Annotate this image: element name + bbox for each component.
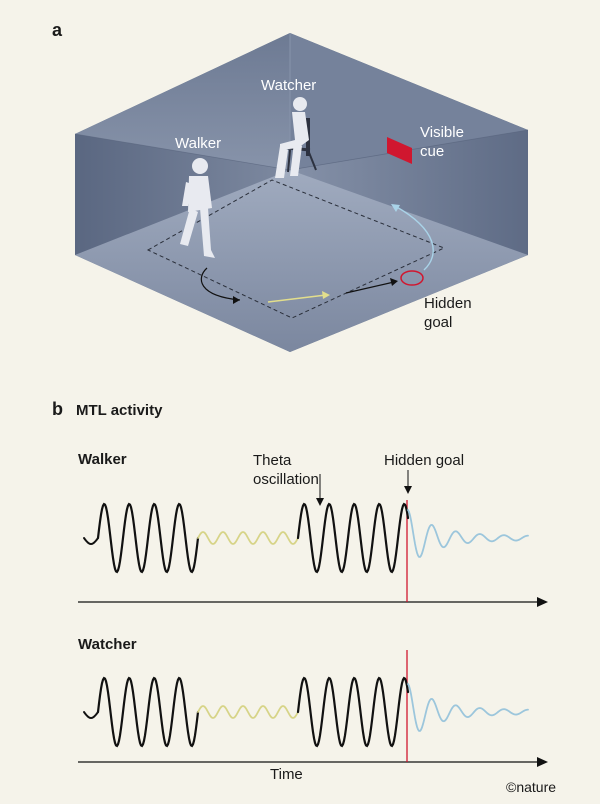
floor-dashed-square bbox=[146, 179, 446, 319]
path-arrow-blue bbox=[394, 205, 434, 271]
watcher-figure bbox=[275, 97, 317, 178]
time-axis-label: Time bbox=[270, 766, 303, 783]
visible-cue-label: Visible cue bbox=[420, 124, 464, 160]
walker-trace bbox=[83, 502, 529, 574]
trace-theta-burst-1 bbox=[96, 676, 200, 748]
theta-oscillation-label: Theta oscillation bbox=[253, 452, 319, 488]
trace-lead-in bbox=[83, 537, 99, 546]
panel-a-letter: a bbox=[52, 20, 63, 40]
panel-b-letter: b bbox=[52, 399, 63, 419]
path-arrow-black-2 bbox=[345, 281, 395, 294]
trace-yellow-segment bbox=[197, 705, 299, 719]
watcher-trace bbox=[83, 676, 529, 748]
trace-yellow-segment bbox=[197, 531, 299, 545]
watcher-axis-arrowhead bbox=[537, 757, 548, 767]
watcher-trace-label: Watcher bbox=[78, 636, 137, 653]
panel-b-title: MTL activity bbox=[76, 402, 163, 419]
walker-axis-arrowhead bbox=[537, 597, 548, 607]
nature-credit: ©nature bbox=[506, 779, 557, 795]
hidden-goal-label: Hidden goal bbox=[424, 295, 472, 331]
hidden-goal-ring bbox=[400, 270, 424, 286]
walker-label: Walker bbox=[175, 135, 222, 152]
watcher-label: Watcher bbox=[261, 77, 317, 94]
path-arrow-black-1 bbox=[200, 267, 241, 301]
walker-figure bbox=[180, 158, 215, 258]
room-back-wall-left bbox=[75, 33, 290, 170]
visible-cue-panel bbox=[387, 137, 412, 164]
trace-blue-segment bbox=[407, 509, 529, 558]
hidden-goal-marker-label: Hidden goal bbox=[384, 452, 465, 469]
room-back-wall-right bbox=[290, 33, 528, 170]
trace-theta-burst-2 bbox=[296, 676, 410, 748]
trace-blue-segment bbox=[407, 683, 529, 732]
trace-theta-burst-2 bbox=[296, 502, 410, 574]
walker-trace-label: Walker bbox=[78, 451, 127, 468]
trace-theta-burst-1 bbox=[96, 502, 200, 574]
trace-lead-in bbox=[83, 711, 99, 720]
path-arrow-yellow bbox=[267, 294, 327, 303]
